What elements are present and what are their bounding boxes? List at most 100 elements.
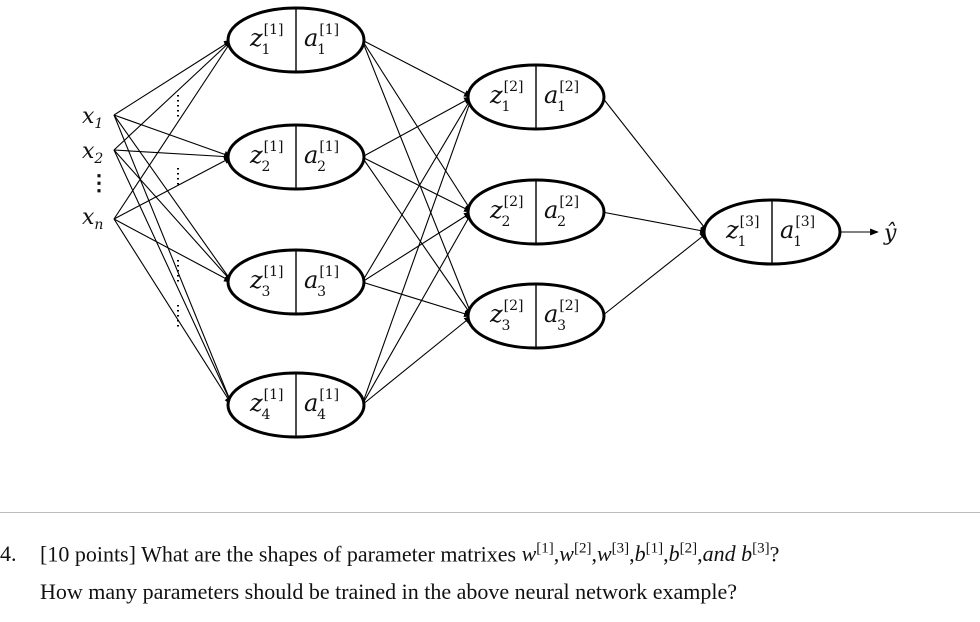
edge-l1n2-l2n2: [361, 156, 473, 213]
a-label-subscript: 3: [557, 318, 566, 334]
param-6: and b[3]: [702, 541, 770, 567]
input-labels: x1 x2 xn ⋮: [82, 104, 110, 233]
edge-l1n4-l2n1: [361, 96, 473, 406]
a-label-superscript: [1]: [319, 139, 339, 155]
z-label-superscript: [2]: [504, 298, 524, 314]
input-label-3: xn: [82, 205, 103, 233]
edge-l1n1-l2n1: [361, 39, 473, 98]
edge-l1n2-l2n1: [361, 96, 473, 158]
z-label-subscript: 4: [262, 407, 271, 423]
edge-l1n3-l2n2: [361, 211, 473, 283]
edge-x1-l1n2: [113, 114, 233, 158]
parameter-list: w[1],w[2],w[3],b[1],b[2],and b[3]?: [522, 541, 780, 566]
z-label-subscript: 3: [502, 318, 511, 334]
param-separator: ,: [697, 541, 703, 567]
param-separator: ,: [629, 541, 635, 567]
edge-l1n1-l2n2: [361, 39, 473, 213]
z-label-subscript: 1: [738, 234, 747, 250]
connection-edges: [113, 39, 879, 406]
edge-l2n3-l3n1: [601, 231, 709, 317]
param-4: b[1]: [634, 541, 664, 567]
edge-l2n1-l3n1: [601, 96, 709, 233]
z-label-superscript: [2]: [504, 194, 524, 210]
edge-l1n3-l2n3: [361, 281, 473, 318]
z-label-superscript: [1]: [264, 22, 284, 38]
question-line-1: 4. [10 points] What are the shapes of par…: [0, 530, 980, 573]
param-separator: ,: [663, 541, 669, 567]
question-text: What are the shapes of parameter matrixe…: [141, 541, 517, 567]
edge-x1-l1n4: [113, 114, 233, 406]
question-block: 4. [10 points] What are the shapes of par…: [0, 530, 980, 611]
a-label-subscript: 1: [317, 42, 326, 58]
a-label-superscript: [3]: [795, 214, 815, 230]
edge-x3-l1n2: [113, 156, 233, 220]
a-label-superscript: [1]: [319, 387, 339, 403]
edge-l2n2-l3n1: [601, 211, 709, 234]
param-separator: ,: [591, 541, 597, 567]
a-label-superscript: [2]: [559, 298, 579, 314]
input-label-1: x1: [82, 104, 103, 132]
a-label-subscript: 1: [557, 99, 566, 115]
param-separator: ?: [769, 541, 780, 567]
z-label-subscript: 1: [262, 42, 271, 58]
a-label-subscript: 3: [317, 284, 326, 300]
z-label-subscript: 2: [262, 159, 271, 175]
edge-l1n3-l2n1: [361, 96, 473, 283]
question-points: [10 points]: [40, 541, 136, 567]
input-subscript: 1: [94, 116, 103, 132]
edge-x2-l1n3: [113, 149, 233, 283]
edge-x2-l1n4: [113, 149, 233, 406]
edge-x3-l1n4: [113, 218, 233, 406]
output-group: ŷ: [883, 221, 897, 246]
z-label-subscript: 1: [502, 99, 511, 115]
a-label-subscript: 1: [793, 234, 802, 250]
z-label-superscript: [1]: [264, 139, 284, 155]
edge-x2-l1n2: [113, 149, 233, 161]
z-label-superscript: [2]: [504, 79, 524, 95]
a-label-superscript: [1]: [319, 22, 339, 38]
input-subscript: 2: [93, 151, 103, 167]
output-yhat: ŷ: [883, 221, 897, 246]
a-label-superscript: [2]: [559, 194, 579, 210]
z-label-superscript: [1]: [264, 264, 284, 280]
edge-l1n4-l2n3: [361, 315, 473, 406]
edge-x3-l1n3: [113, 218, 233, 283]
input-subscript: n: [94, 217, 103, 233]
input-ellipsis: ⋮: [88, 170, 110, 196]
param-separator: ,: [553, 541, 560, 567]
z-label-superscript: [1]: [264, 387, 284, 403]
param-3: w[3]: [596, 541, 630, 567]
edge-x3-l1n1: [113, 39, 233, 220]
input-label-2: x2: [82, 139, 103, 167]
param-2: w[2]: [559, 541, 592, 567]
a-label-subscript: 2: [317, 159, 326, 175]
edge-l1n1-l2n3: [361, 39, 473, 317]
z-label-superscript: [3]: [740, 214, 760, 230]
edge-x2-l1n1: [113, 39, 233, 151]
z-label-subscript: 3: [262, 284, 271, 300]
question-number: 4.: [0, 541, 17, 567]
question-line-2: How many parameters should be trained in…: [40, 579, 738, 605]
a-label-superscript: [1]: [319, 264, 339, 280]
param-5: b[2]: [668, 541, 698, 567]
edge-l1n4-l2n2: [361, 211, 473, 406]
a-label-subscript: 4: [317, 407, 326, 423]
edge-l1n2-l2n3: [361, 156, 473, 317]
a-label-superscript: [2]: [559, 79, 579, 95]
param-1: w[1]: [521, 541, 554, 567]
a-label-subscript: 2: [557, 214, 566, 230]
edge-x1-l1n3: [113, 114, 233, 283]
section-divider: [0, 512, 980, 513]
z-label-subscript: 2: [502, 214, 511, 230]
edge-x1-l1n1: [113, 39, 233, 116]
